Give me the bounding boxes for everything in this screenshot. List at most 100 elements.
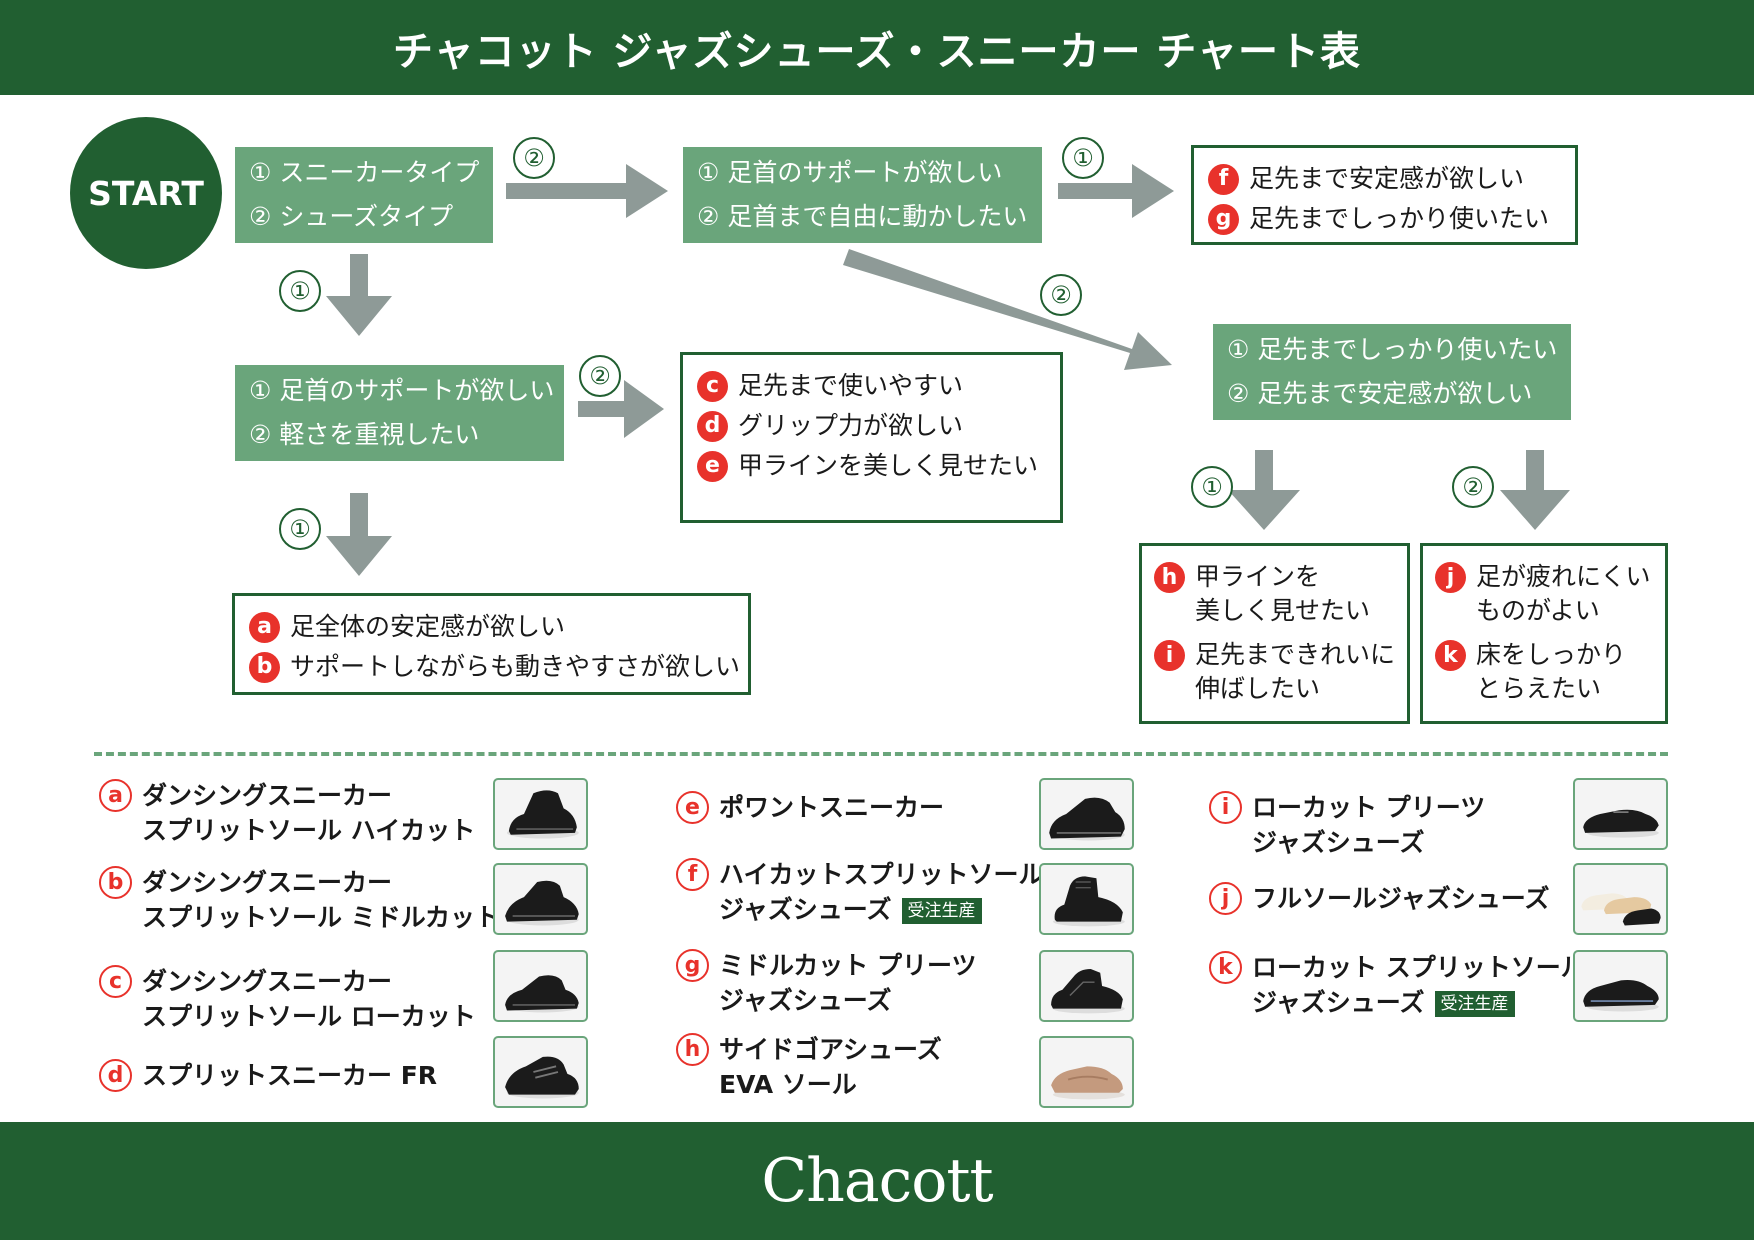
result-text: 甲ラインを 美しく見せたい [1195, 562, 1371, 625]
product-name-text: ハイカットスプリットソール ジャズシューズ [719, 860, 1044, 924]
letter-badge: h [1154, 562, 1185, 593]
result-text: 足全体の安定感が欲しい [290, 612, 566, 641]
letter-badge: d [697, 410, 728, 442]
q2-option-2: ② 軽さを重視したい [249, 420, 480, 449]
product-name: ローカット プリーツ ジャズシューズ [1252, 793, 1486, 857]
result-item: c 足先まで使いやすい [697, 369, 1046, 403]
product-item-c: c ダンシングスニーカー スプリットソール ローカット [99, 964, 476, 1034]
q1-option-1: ① スニーカータイプ [249, 158, 480, 187]
result-item: g 足先までしっかり使いたい [1208, 202, 1561, 236]
product-letter-badge: i [1209, 791, 1242, 824]
product-item-e: e ポワントスニーカー [676, 790, 944, 825]
product-item-j: j フルソールジャズシューズ [1209, 881, 1550, 916]
product-item-g: g ミドルカット プリーツ ジャズシューズ [676, 948, 976, 1018]
letter-badge: f [1208, 163, 1239, 195]
q4-option-2: ② 足先まで安定感が欲しい [1227, 379, 1533, 408]
product-letter-badge: k [1209, 951, 1242, 984]
product-letter-badge: f [676, 858, 709, 891]
letter-badge: e [697, 450, 728, 482]
q3-option-2: ② 足首まで自由に動かしたい [697, 202, 1028, 231]
q3-option-1: ① 足首のサポートが欲しい [697, 158, 1003, 187]
product-image-j [1573, 863, 1668, 935]
result-item: b サポートしながらも動きやすさが欲しい [249, 650, 740, 684]
arrow-q3-to-fg [1058, 164, 1174, 218]
product-item-d: d スプリットスニーカー FR [99, 1058, 437, 1093]
product-image-k [1573, 950, 1668, 1022]
result-text: 足が疲れにくい ものがよい [1476, 562, 1651, 625]
product-letter-badge: d [99, 1059, 132, 1092]
question-box-q3: ① 足首のサポートが欲しい ② 足首まで自由に動かしたい [683, 147, 1042, 243]
result-text: 足先まで使いやすい [738, 371, 964, 400]
result-box-ab: a 足全体の安定感が欲しい b サポートしながらも動きやすさが欲しい [232, 593, 751, 695]
letter-badge: b [249, 651, 280, 683]
arrow-q4-to-jk [1500, 450, 1570, 530]
product-letter-badge: c [99, 965, 132, 998]
question-box-q4: ① 足先までしっかり使いたい ② 足先まで安定感が欲しい [1213, 324, 1571, 420]
letter-badge: k [1435, 640, 1466, 671]
arrow-q3-to-q4 [843, 249, 1172, 370]
result-text: グリップ力が欲しい [738, 411, 964, 440]
product-name-text: ローカット スプリットソール ジャズシューズ [1252, 953, 1586, 1017]
footer-bar: Chacott [0, 1122, 1754, 1240]
choice-number: ② [513, 137, 555, 179]
product-name: ダンシングスニーカー スプリットソール ミドルカット [142, 868, 500, 932]
product-image-a [493, 778, 588, 850]
letter-badge: c [697, 370, 728, 402]
product-image-c [493, 950, 588, 1022]
result-item: h 甲ラインを 美しく見せたい [1154, 560, 1399, 628]
product-name: フルソールジャズシューズ [1252, 884, 1550, 913]
letter-badge: i [1154, 640, 1185, 671]
result-item: i 足先まできれいに 伸ばしたい [1154, 638, 1399, 706]
made-to-order-badge: 受注生産 [1434, 991, 1515, 1017]
product-item-a: a ダンシングスニーカー スプリットソール ハイカット [99, 778, 475, 848]
question-box-q2: ① 足首のサポートが欲しい ② 軽さを重視したい [235, 365, 564, 461]
product-item-i: i ローカット プリーツ ジャズシューズ [1209, 790, 1485, 860]
chacott-logo: Chacott [761, 1146, 993, 1216]
product-image-i [1573, 778, 1668, 850]
choice-number: ② [1040, 274, 1082, 316]
product-image-g [1039, 950, 1134, 1022]
dashed-divider [94, 752, 1668, 756]
product-image-h [1039, 1036, 1134, 1108]
choice-number: ② [1452, 466, 1494, 508]
letter-badge: a [249, 611, 280, 643]
header-bar: チャコット ジャズシューズ・スニーカー チャート表 [0, 0, 1754, 95]
q1-option-2: ② シューズタイプ [249, 202, 454, 231]
product-name: ローカット スプリットソール ジャズシューズ受注生産 [1252, 950, 1586, 1020]
product-letter-badge: e [676, 791, 709, 824]
product-item-f: f ハイカットスプリットソール ジャズシューズ受注生産 [676, 857, 1044, 927]
product-image-e [1039, 778, 1134, 850]
product-name: サイドゴアシューズ EVA ソール [719, 1035, 942, 1099]
product-name: ミドルカット プリーツ ジャズシューズ [719, 951, 977, 1015]
result-box-fg: f 足先まで安定感が欲しい g 足先までしっかり使いたい [1191, 145, 1578, 245]
result-box-hi: h 甲ラインを 美しく見せたい i 足先まできれいに 伸ばしたい [1139, 543, 1410, 724]
choice-number: ② [579, 355, 621, 397]
letter-badge: j [1435, 562, 1466, 593]
result-item: f 足先まで安定感が欲しい [1208, 162, 1561, 196]
product-name: ポワントスニーカー [719, 793, 945, 822]
product-letter-badge: h [676, 1033, 709, 1066]
letter-badge: g [1208, 203, 1239, 235]
product-item-b: b ダンシングスニーカー スプリットソール ミドルカット [99, 865, 500, 935]
q4-option-1: ① 足先までしっかり使いたい [1227, 335, 1558, 364]
product-item-k: k ローカット スプリットソール ジャズシューズ受注生産 [1209, 950, 1586, 1020]
arrow-q1-to-q3 [506, 164, 668, 218]
start-node: START [70, 117, 222, 269]
arrow-q2-to-cde [578, 380, 664, 438]
arrow-q1-to-q2 [326, 254, 392, 336]
result-text: サポートしながらも動きやすさが欲しい [290, 652, 741, 681]
page-title: チャコット ジャズシューズ・スニーカー チャート表 [392, 28, 1362, 75]
result-text: 足先までしっかり使いたい [1249, 204, 1550, 233]
product-letter-badge: a [99, 779, 132, 812]
product-item-h: h サイドゴアシューズ EVA ソール [676, 1032, 942, 1102]
result-item: j 足が疲れにくい ものがよい [1435, 560, 1657, 628]
result-text: 足先まで安定感が欲しい [1249, 164, 1525, 193]
q2-option-1: ① 足首のサポートが欲しい [249, 376, 555, 405]
result-text: 足先まできれいに 伸ばしたい [1195, 640, 1396, 703]
question-box-q1: ① スニーカータイプ ② シューズタイプ [235, 147, 493, 243]
product-name: スプリットスニーカー FR [142, 1061, 438, 1090]
